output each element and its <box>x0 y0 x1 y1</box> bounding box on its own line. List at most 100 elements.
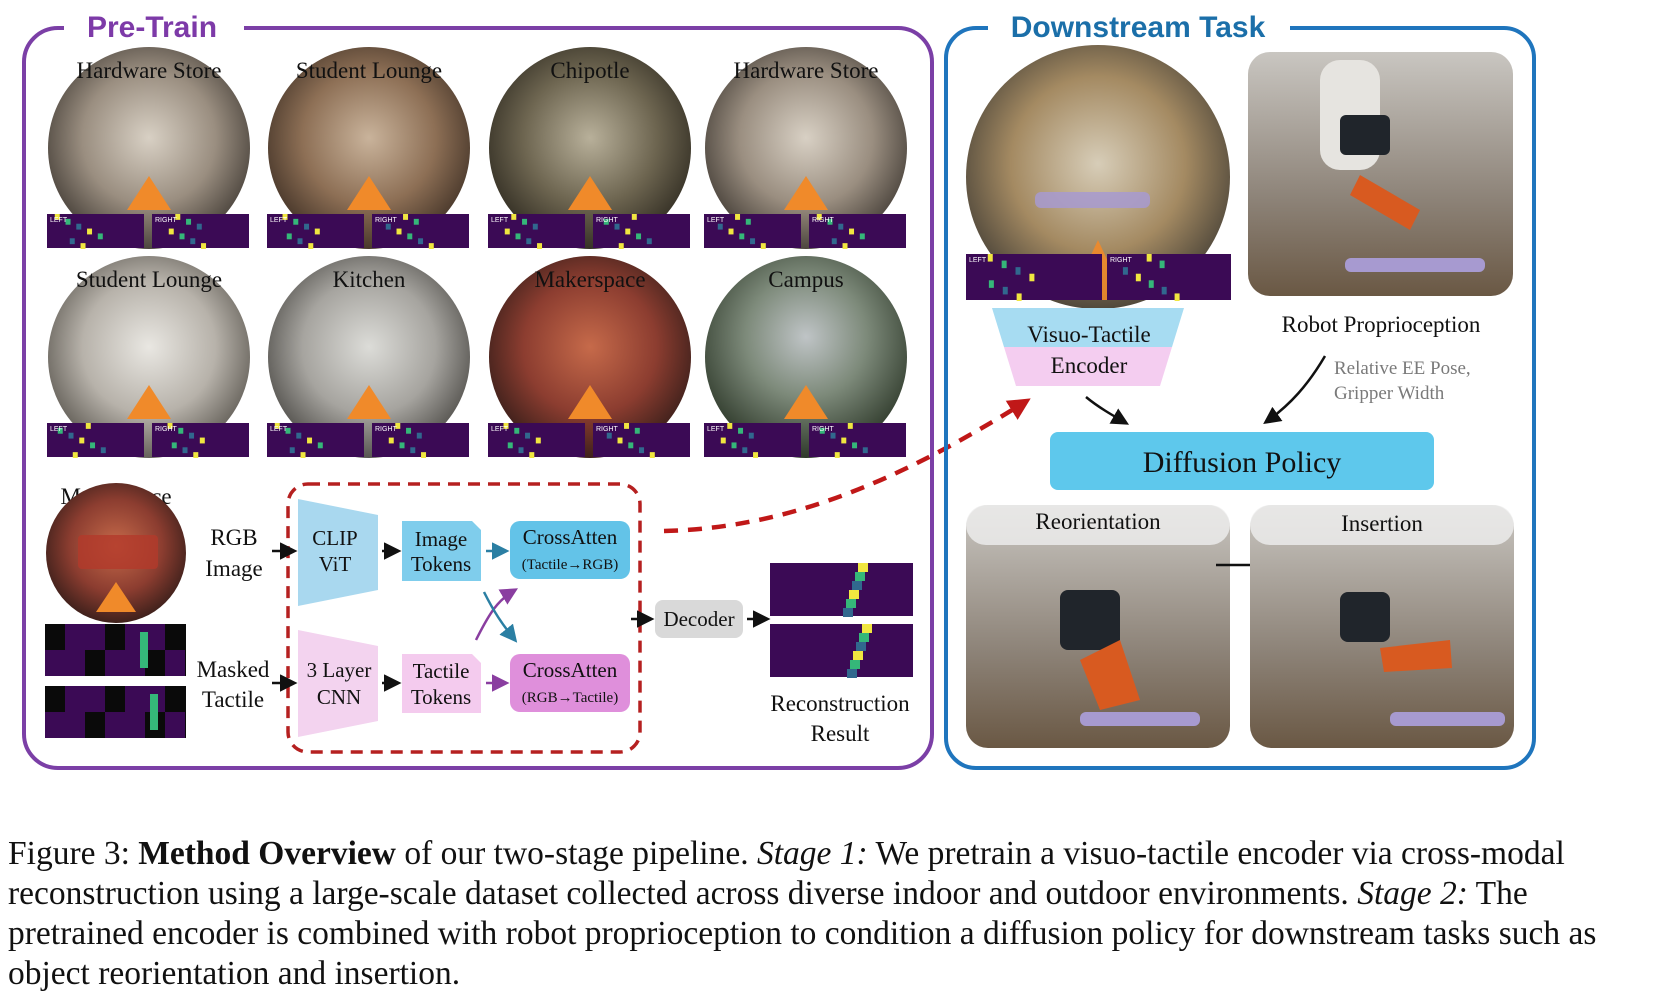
downstream-title: Downstream Task <box>1011 11 1266 44</box>
reconstruction-label-line2: Result <box>811 721 870 746</box>
tactile-side-label: RIGHT <box>155 217 178 224</box>
tactile-left-strip: LEFT <box>47 423 144 458</box>
tactile-right-strip: RIGHT <box>809 214 906 249</box>
pretrain-title: Pre-Train <box>87 11 217 44</box>
encoder-transfer-arrow <box>663 398 1031 534</box>
figure-caption: Figure 3: Method Overview of our two-sta… <box>8 834 1648 994</box>
tactile-side-label: LEFT <box>491 217 509 224</box>
tactile-side-label: LEFT <box>491 426 509 433</box>
tactile-side-label: LEFT <box>270 426 288 433</box>
tactile-left-strip: LEFT <box>704 214 801 249</box>
caption-bold-title: Method Overview <box>138 835 396 872</box>
diffusion-policy-label: Diffusion Policy <box>1143 446 1342 479</box>
tactile-left-strip: LEFT <box>488 423 585 458</box>
tactile-right-strip: RIGHT <box>152 423 249 458</box>
image-tokens-block <box>402 521 481 581</box>
tactile-side-label: RIGHT <box>375 426 398 433</box>
reconstruction-result-image <box>770 563 913 678</box>
crossatten-top-sublabel: (Tactile→RGB) <box>522 557 618 573</box>
tactile-left-strip: LEFT <box>488 214 585 249</box>
tactile-right-strip: RIGHT <box>152 214 249 249</box>
env-image-label: Hardware Store <box>734 58 879 83</box>
tactile-side-label: LEFT <box>50 217 68 224</box>
crossatten-bottom-block <box>510 654 630 712</box>
clip-vit-label-line1: CLIP <box>312 526 358 550</box>
decoder-label: Decoder <box>663 607 734 631</box>
tactile-side-label: LEFT <box>969 257 987 264</box>
rgb-image-label-line2: Image <box>205 556 262 581</box>
tactile-side-label: RIGHT <box>1110 257 1133 264</box>
env-image-label: Student Lounge <box>76 267 222 292</box>
proprioception-sub-line2: Gripper Width <box>1334 383 1445 404</box>
caption-part1: of our two-stage pipeline. <box>395 835 749 872</box>
crossatten-top-label: CrossAtten <box>523 525 618 549</box>
env-image-label: Chipotle <box>550 58 629 83</box>
clip-vit-block <box>298 499 378 606</box>
encoder-label-line2: Encoder <box>1051 353 1128 378</box>
masked-tactile-label-line2: Tactile <box>202 687 264 712</box>
clip-vit-label-line2: ViT <box>319 552 352 576</box>
reorientation-photo <box>966 505 1230 748</box>
rgb-image-label-line1: RGB <box>210 525 257 550</box>
visuo-tactile-encoder-block <box>992 308 1184 386</box>
tactile-left-strip: LEFT <box>47 214 144 249</box>
cnn-block <box>298 630 378 737</box>
tactile-side-label: RIGHT <box>596 426 619 433</box>
tactile-left-strip: LEFT <box>267 214 364 249</box>
tactile-side-label: LEFT <box>707 217 725 224</box>
cnn-label-line2: CNN <box>317 685 361 709</box>
tactile-right-strip: RIGHT <box>372 423 469 458</box>
caption-stage2-text: The pretrained encoder is combined with … <box>8 875 1597 992</box>
tactile-left-strip: LEFT <box>267 423 364 458</box>
downstream-tactile-pair: LEFT RIGHT <box>966 254 1231 301</box>
tactile-left-strip: LEFT <box>704 423 801 458</box>
tactile-right-strip: RIGHT <box>593 423 690 458</box>
reorientation-label: Reorientation <box>1035 509 1161 534</box>
caption-stage2-label: Stage 2: <box>1357 875 1468 912</box>
insertion-label: Insertion <box>1341 511 1423 536</box>
diffusion-policy-block <box>1050 432 1434 490</box>
robot-proprioception-label: Robot Proprioception <box>1282 312 1481 337</box>
env-image-label: Hardware Store <box>77 58 222 83</box>
insertion-photo <box>1250 505 1514 748</box>
caption-figure-label: Figure 3: <box>8 835 130 872</box>
tactile-side-label: RIGHT <box>596 217 619 224</box>
tactile-tokens-block <box>402 654 481 713</box>
tactile-side-label: LEFT <box>707 426 725 433</box>
example-rgb-image <box>46 483 186 623</box>
reconstruction-panel <box>770 563 913 616</box>
decoder-block <box>655 600 743 638</box>
env-image-label: Student Lounge <box>296 58 442 83</box>
downstream-tactile-left: LEFT <box>966 254 1102 301</box>
caption-stage1-text: We pretrain a visuo-tactile encoder via … <box>8 835 1565 912</box>
tactile-side-label: RIGHT <box>155 426 178 433</box>
reconstruction-panel <box>770 624 913 677</box>
masked-tactile-label-line1: Masked <box>197 657 270 682</box>
downstream-tactile-right: RIGHT <box>1107 254 1231 301</box>
image-tokens-label-line1: Image <box>415 527 467 551</box>
env-image-label: Campus <box>768 267 843 292</box>
env-image-label: Makerspace <box>534 267 645 292</box>
tactile-right-strip: RIGHT <box>809 423 906 458</box>
tactile-tokens-label-line2: Tokens <box>411 685 471 709</box>
robot-photo <box>1248 52 1513 296</box>
tactile-side-label: LEFT <box>270 217 288 224</box>
tactile-side-label: RIGHT <box>812 426 835 433</box>
tactile-side-label: RIGHT <box>375 217 398 224</box>
crossatten-bottom-sublabel: (RGB→Tactile) <box>522 690 618 706</box>
crossatten-bottom-label: CrossAtten <box>523 658 618 682</box>
tactile-tokens-label-line1: Tactile <box>413 659 470 683</box>
tactile-right-strip: RIGHT <box>593 214 690 249</box>
reconstruction-label-line1: Reconstruction <box>770 691 910 716</box>
tactile-right-strip: RIGHT <box>372 214 469 249</box>
tactile-side-label: RIGHT <box>812 217 835 224</box>
